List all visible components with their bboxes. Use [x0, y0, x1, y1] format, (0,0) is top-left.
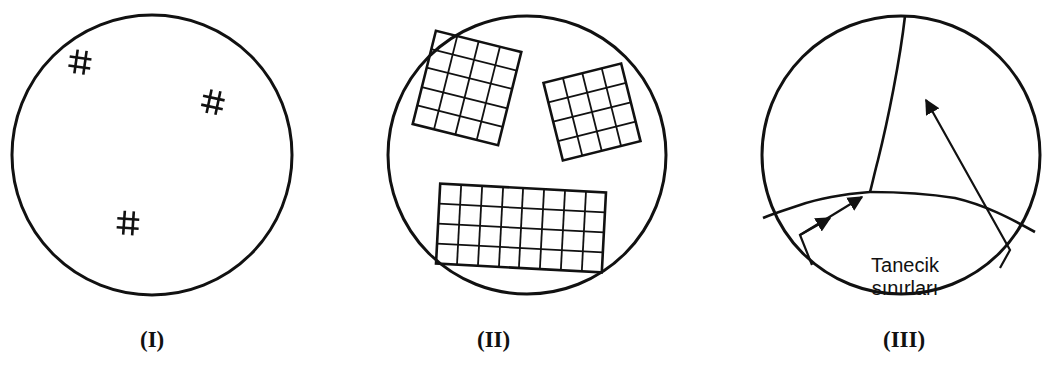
leader-arrows: [800, 100, 1010, 268]
callout-label: Tanecik sınırları: [845, 254, 965, 300]
circle-outline: [762, 16, 1040, 294]
figure-label: (II): [477, 327, 510, 353]
grain-boundaries: [763, 16, 1035, 232]
crystal-grids: [413, 31, 641, 273]
figure-label: (I): [140, 327, 164, 353]
figure-label: (III): [883, 327, 925, 353]
circle-outline: [388, 16, 666, 294]
nucleus-symbols: [67, 49, 226, 236]
circle-outline: [12, 15, 292, 295]
